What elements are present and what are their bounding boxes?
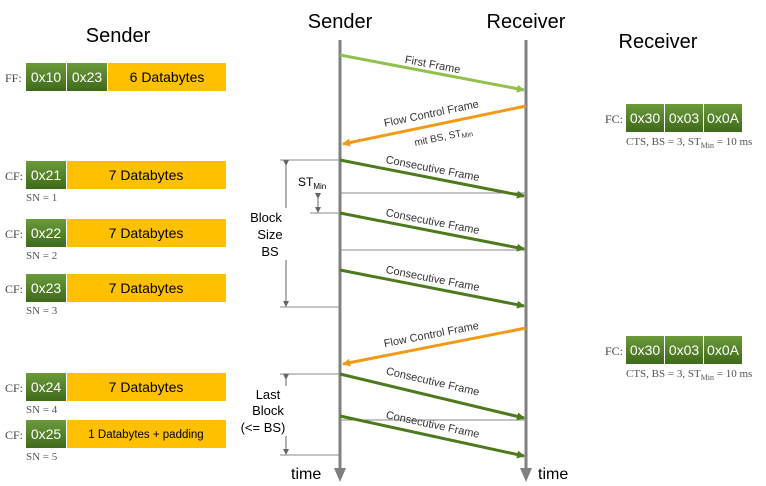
block-size-label-3: BS <box>261 244 279 259</box>
frame-type-label: FC: <box>605 112 623 126</box>
consecutive-frame-arrow-5 <box>339 414 525 459</box>
sequence-number: SN = 5 <box>26 451 58 463</box>
flow-control-arrow-2 <box>342 326 527 367</box>
block-size-label-2: Size <box>257 227 282 242</box>
byte-cell: 0x24 <box>31 379 62 395</box>
last-block-label-3: (<= BS) <box>241 420 286 435</box>
sender-left-heading: Sender <box>86 25 151 47</box>
sender-frame-cf-4: CF: 0x24 7 Databytes SN = 4 <box>5 373 226 416</box>
sender-center-heading: Sender <box>308 11 373 33</box>
last-block-label-1: Last <box>256 387 281 402</box>
sender-frame-cf-5: CF: 0x25 1 Databytes + padding SN = 5 <box>5 420 226 463</box>
byte-cell: 0x0A <box>707 342 740 358</box>
sequence-number: SN = 2 <box>26 250 57 262</box>
byte-cell: 0x30 <box>630 342 661 358</box>
fc-note: CTS, BS = 3, STMin = 10 ms <box>626 136 752 150</box>
databytes-cell: 7 Databytes <box>109 280 184 296</box>
sequence-number: SN = 3 <box>26 305 58 317</box>
consecutive-frame-arrow-4 <box>339 372 525 421</box>
sender-frame-cf-1: CF: 0x21 7 Databytes SN = 1 <box>5 161 226 204</box>
databytes-cell: 6 Databytes <box>130 69 205 85</box>
frame-type-label: CF: <box>5 381 23 395</box>
byte-cell: 0x03 <box>669 110 700 126</box>
byte-cell: 0x03 <box>669 342 700 358</box>
last-block-label-2: Block <box>252 403 284 418</box>
consecutive-frame-arrow-3 <box>339 268 525 309</box>
st-min-label: STMin <box>298 175 326 191</box>
reference-lines <box>280 159 526 456</box>
frame-type-label: CF: <box>5 169 23 183</box>
byte-cell: 0x23 <box>72 69 103 85</box>
frame-type-label: CF: <box>5 428 23 442</box>
databytes-cell: 1 Databytes + padding <box>88 429 203 441</box>
databytes-cell: 7 Databytes <box>109 225 184 241</box>
byte-cell: 0x30 <box>630 110 661 126</box>
fc-note: CTS, BS = 3, STMin = 10 ms <box>626 368 752 382</box>
sender-frame-cf-2: CF: 0x22 7 Databytes SN = 2 <box>5 219 226 262</box>
sequence-number: SN = 1 <box>26 192 57 204</box>
byte-cell: 0x25 <box>31 426 62 442</box>
frame-type-label: CF: <box>5 227 23 241</box>
time-label-right: time <box>538 466 568 483</box>
consecutive-frame-label-4: Consecutive Frame <box>385 366 481 399</box>
receiver-frame-fc-2: FC: 0x30 0x03 0x0A CTS, BS = 3, STMin = … <box>605 336 752 382</box>
consecutive-frame-arrow-1 <box>339 158 525 199</box>
receiver-right-heading: Receiver <box>619 31 698 53</box>
time-label-left: time <box>291 466 321 483</box>
byte-cell: 0x21 <box>31 167 62 183</box>
receiver-center-heading: Receiver <box>487 11 566 33</box>
flow-control-arrow-1 <box>342 104 527 147</box>
sender-timeline-arrowhead <box>334 468 346 482</box>
flow-control-sublabel-1: mit BS, STMin <box>413 126 473 150</box>
byte-cell: 0x22 <box>31 225 62 241</box>
byte-cell: 0x0A <box>707 110 740 126</box>
byte-cell: 0x23 <box>31 280 62 296</box>
sequence-number: SN = 4 <box>26 404 58 416</box>
consecutive-frame-arrow-2 <box>339 211 525 252</box>
receiver-timeline-arrowhead <box>520 468 532 482</box>
block-size-label-1: Block <box>250 210 282 225</box>
frame-type-label: FF: <box>5 71 22 85</box>
databytes-cell: 7 Databytes <box>109 167 184 183</box>
byte-cell: 0x10 <box>31 69 62 85</box>
frame-type-label: CF: <box>5 282 23 296</box>
databytes-cell: 7 Databytes <box>109 379 184 395</box>
frame-type-label: FC: <box>605 344 623 358</box>
first-frame-arrow <box>339 53 525 93</box>
sender-frame-ff: FF: 0x10 0x23 6 Databytes <box>5 63 226 91</box>
receiver-frame-fc-1: FC: 0x30 0x03 0x0A CTS, BS = 3, STMin = … <box>605 104 752 150</box>
sender-frame-cf-3: CF: 0x23 7 Databytes SN = 3 <box>5 274 226 317</box>
